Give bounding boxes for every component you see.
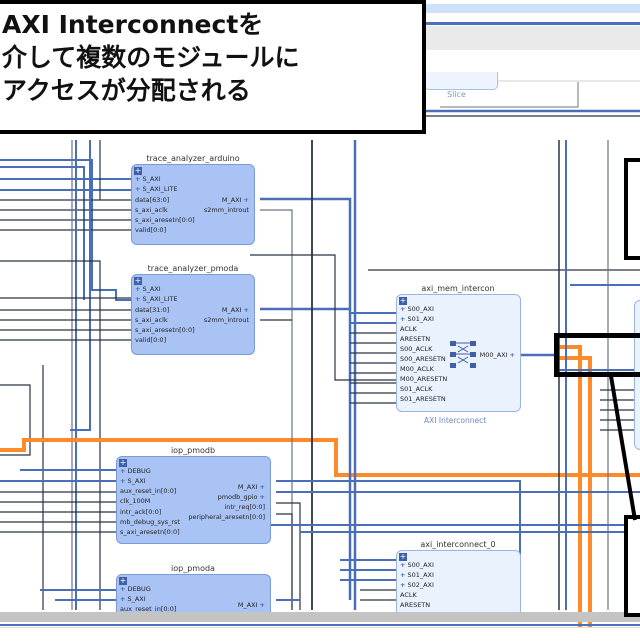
- port-s-axi-lite[interactable]: +S_AXI_LITE: [135, 295, 178, 303]
- port-debug[interactable]: +DEBUG: [120, 467, 151, 475]
- iop-pmodb-title: iop_pmodb: [170, 446, 216, 455]
- signal-net[interactable]: [250, 254, 396, 381]
- port-s-axi-aresetn[interactable]: s_axi_aresetn[0:0]: [120, 528, 180, 536]
- port-s00-aclk[interactable]: S00_ACLK: [400, 345, 433, 353]
- port-debug[interactable]: +DEBUG: [120, 585, 151, 593]
- port-clk-100m[interactable]: clk_100M: [120, 497, 151, 505]
- axi-bus-net[interactable]: [70, 140, 91, 431]
- port-aclk[interactable]: ACLK: [400, 591, 417, 599]
- expand-icon[interactable]: +: [399, 296, 407, 305]
- port-valid[interactable]: valid[0:0]: [135, 226, 167, 234]
- port-pmodb-gpio[interactable]: pmodb_gpio+: [217, 493, 265, 501]
- horizontal-scrollbar[interactable]: [0, 612, 640, 622]
- expand-icon[interactable]: +: [119, 458, 127, 467]
- annotation-box-right-bottom: [624, 515, 640, 617]
- port-s01-aclk[interactable]: S01_ACLK: [400, 385, 433, 393]
- signal-net[interactable]: [276, 502, 301, 610]
- port-s-axi[interactable]: +S_AXI: [135, 175, 161, 183]
- axi-interconnect-0-block[interactable]: + +S00_AXI +S01_AXI +S02_AXI ACLK ARESET…: [396, 550, 521, 614]
- expand-icon[interactable]: +: [134, 276, 142, 285]
- port-s01-axi[interactable]: +S01_AXI: [400, 571, 434, 579]
- port-s01-aresetn[interactable]: S01_ARESETN: [400, 395, 446, 403]
- panel-divider: [0, 624, 640, 626]
- crossbar-icon: [450, 341, 476, 368]
- port-s-axi-aresetn[interactable]: s_axi_aresetn[0:0]: [135, 326, 195, 334]
- iop-pmodb-block[interactable]: + +DEBUG +S_AXI aux_reset_in[0:0] clk_10…: [116, 456, 271, 544]
- port-m00-axi[interactable]: M00_AXI+: [479, 351, 515, 359]
- port-aresetn[interactable]: ARESETN: [400, 335, 431, 343]
- callout-line-2: 介して複数のモジュールに: [2, 43, 300, 72]
- axi-mem-intercon-title: axi_mem_intercon: [421, 284, 495, 293]
- port-s-axi-aclk[interactable]: s_axi_aclk: [135, 316, 168, 324]
- port-s-axi-lite[interactable]: +S_AXI_LITE: [135, 185, 178, 193]
- port-aux-reset-in[interactable]: aux_reset_in[0:0]: [120, 487, 177, 495]
- port-s01-axi[interactable]: +S01_AXI: [400, 315, 434, 323]
- signal-net[interactable]: [260, 209, 293, 610]
- highlight-box-ports: [554, 333, 640, 377]
- port-mb-debug-sys-rst[interactable]: mb_debug_sys_rst: [120, 518, 180, 526]
- expand-icon[interactable]: +: [399, 552, 407, 561]
- axi-interconnect-subtitle: AXI Interconnect: [424, 416, 487, 425]
- slice-block[interactable]: [424, 72, 498, 90]
- signal-net[interactable]: [276, 513, 293, 610]
- annotation-callout: AXI Interconnectを 介して複数のモジュールに アクセスが分配され…: [0, 0, 426, 134]
- trace-analyzer-arduino-block[interactable]: + +S_AXI +S_AXI_LITE data[63:0] s_axi_ac…: [131, 164, 255, 245]
- trace-pmoda-title: trace_analyzer_pmoda: [147, 264, 239, 273]
- port-s-axi[interactable]: +S_AXI: [120, 595, 146, 603]
- port-data[interactable]: data[63:0]: [135, 196, 170, 204]
- expand-icon[interactable]: +: [134, 166, 142, 175]
- highlighted-axi-bus[interactable]: [555, 345, 582, 640]
- port-s-axi-aresetn[interactable]: s_axi_aresetn[0:0]: [135, 216, 195, 224]
- port-aux-reset-in[interactable]: aux_reset_in[0:0]: [120, 605, 177, 613]
- port-s00-aresetn[interactable]: S00_ARESETN: [400, 355, 446, 363]
- port-m-axi[interactable]: M_AXI+: [221, 306, 249, 314]
- port-aclk[interactable]: ACLK: [400, 325, 417, 333]
- port-data[interactable]: data[31:0]: [135, 306, 170, 314]
- port-s-axi[interactable]: +S_AXI: [135, 285, 161, 293]
- trace-arduino-title: trace_analyzer_arduino: [146, 154, 240, 163]
- bottom-panel: [0, 627, 640, 641]
- trace-analyzer-pmoda-block[interactable]: + +S_AXI +S_AXI_LITE data[31:0] s_axi_ac…: [131, 274, 255, 355]
- expand-icon[interactable]: +: [119, 576, 127, 585]
- port-intr-ack[interactable]: intr_ack[0:0]: [120, 508, 162, 516]
- callout-line-3: アクセスが分配される: [2, 76, 251, 105]
- axi-interconnect-0-title: axi_interconnect_0: [420, 540, 496, 549]
- port-peripheral-aresetn[interactable]: peripheral_aresetn[0:0]: [188, 513, 265, 521]
- slice-block-label: Slice: [447, 90, 466, 99]
- iop-pmoda-title: iop_pmoda: [171, 564, 215, 573]
- port-valid[interactable]: valid[0:0]: [135, 336, 167, 344]
- port-s00-axi[interactable]: +S00_AXI: [400, 305, 434, 313]
- axi-bus-net[interactable]: [0, 166, 85, 300]
- port-intr-req[interactable]: intr_req[0:0]: [224, 503, 265, 511]
- port-m-axi[interactable]: M_AXI+: [237, 601, 265, 609]
- iop-pmoda-block[interactable]: + +DEBUG +S_AXI aux_reset_in[0:0] M_AXI+: [116, 574, 271, 614]
- annotation-box-right-top: [624, 158, 640, 260]
- highlighted-axi-bus[interactable]: [555, 356, 592, 630]
- port-m00-aresetn[interactable]: M00_ARESETN: [400, 375, 448, 383]
- callout-line-1: AXI Interconnectを: [2, 10, 264, 39]
- port-m00-aclk[interactable]: M00_ACLK: [400, 365, 434, 373]
- port-s2mm-introut[interactable]: s2mm_introut: [203, 316, 249, 324]
- port-s-axi[interactable]: +S_AXI: [120, 477, 146, 485]
- port-s02-axi[interactable]: +S02_AXI: [400, 581, 434, 589]
- port-s2mm-introut[interactable]: s2mm_introut: [203, 206, 249, 214]
- port-m-axi[interactable]: M_AXI+: [221, 196, 249, 204]
- port-s-axi-aclk[interactable]: s_axi_aclk: [135, 206, 168, 214]
- port-s00-axi[interactable]: +S00_AXI: [400, 561, 434, 569]
- port-aresetn[interactable]: ARESETN: [400, 601, 431, 609]
- signal-net[interactable]: [0, 384, 31, 456]
- axi-bus-net[interactable]: [260, 197, 352, 600]
- highlighted-axi-bus[interactable]: [0, 438, 640, 477]
- port-m-axi[interactable]: M_AXI+: [237, 483, 265, 491]
- signal-net[interactable]: [0, 260, 101, 610]
- axi-mem-intercon-block[interactable]: + +S00_AXI +S01_AXI ACLK ARESETN S00_ACL…: [396, 294, 521, 412]
- signal-net[interactable]: [440, 82, 579, 108]
